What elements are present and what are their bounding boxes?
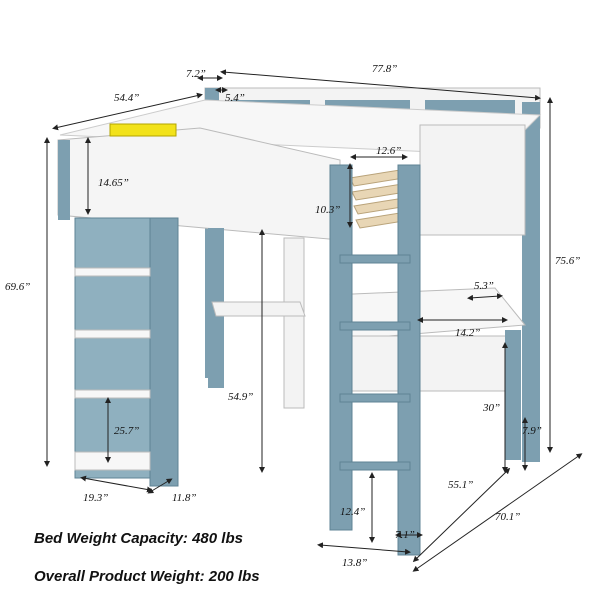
desk-leg-right [505,330,521,460]
dim-slat-height: 10.3” [315,204,340,216]
dim-desk-depth: 14.2” [455,327,480,339]
dim-top-length: 77.8” [372,63,397,75]
dimension-labels: 7.2” 77.8” 54.4” 5.4” 12.6” 14.65” 10.3”… [5,63,580,569]
dim-guard-height: 14.65” [98,177,129,189]
bookcase-right-panel [149,217,179,487]
dim-shelf-depth: 11.8” [172,492,197,504]
dim-desk-length: 55.1” [448,479,473,491]
front-post-left [58,140,70,220]
bookcase-shelf [74,267,151,277]
bookcase-shelf [74,329,151,339]
back-post-right [522,102,540,462]
bed-illustration [57,87,542,556]
dim-total-height: 69.6” [5,281,30,293]
dim-overall-height: 75.6” [555,255,580,267]
dim-ladder-width: 13.8” [342,557,367,569]
product-weight: Overall Product Weight: 200 lbs [34,568,260,585]
dim-guard-gap: 5.4” [225,92,245,104]
dim-desk-offset: 5.3” [474,280,494,292]
bookcase-base [74,451,151,471]
lower-shelf [211,301,306,317]
dim-slat-width: 12.6” [376,145,401,157]
dim-leg-width: 7.9” [522,425,542,437]
warning-label [109,123,177,137]
bookcase-shelf [74,389,151,399]
dim-shelf-width: 19.3” [83,492,108,504]
dim-top-depth: 7.2” [186,68,206,80]
dimension-lines [44,69,583,572]
desk-support-white [283,237,305,409]
dim-overall-depth: 70.1” [495,511,520,523]
right-end-rail [419,124,526,236]
bed-weight-capacity: Bed Weight Capacity: 480 lbs [34,530,243,547]
dim-desk-height: 30” [482,402,500,414]
dim-step-spacing: 12.4” [340,506,365,518]
dim-underbed-clearance: 54.9” [228,391,253,403]
dim-side-width: 54.4” [114,92,139,104]
desk-front [339,335,511,392]
dim-ladder-rail: 7.1” [395,529,415,541]
dim-shelf-height: 25.7” [114,425,139,437]
